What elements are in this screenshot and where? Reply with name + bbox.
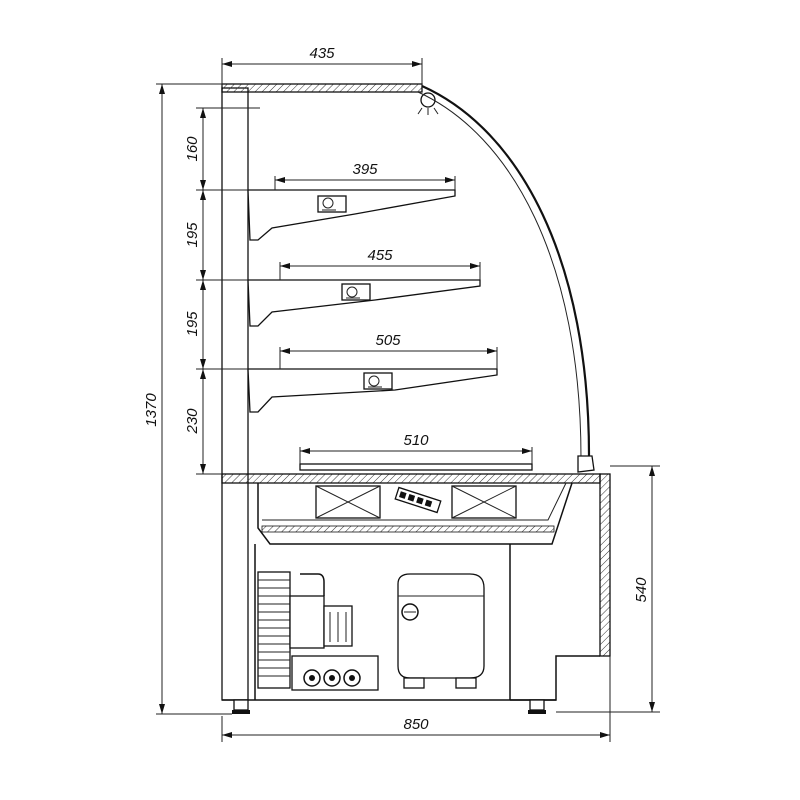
dimension-labels: 435 395 455 505 510 160 195 195 230 1370…: [143, 45, 650, 733]
shelves: [247, 189, 533, 471]
curved-glass-front: [421, 84, 591, 461]
evaporator-tray: [257, 482, 573, 545]
dim-shelf3-gap: 195: [184, 311, 201, 337]
dim-shelf1-gap: 160: [184, 136, 201, 162]
evaporator-coils: [315, 485, 517, 519]
canopy-light-icon: [417, 92, 439, 115]
dim-shelf2-gap: 195: [184, 222, 201, 248]
unit-base-plate: [291, 655, 379, 691]
front-panel: [599, 473, 611, 657]
shelf-2: [247, 279, 481, 327]
dimension-lines: [156, 58, 660, 742]
condenser-coil-icon: [257, 571, 291, 689]
dim-total-height: 1370: [143, 393, 160, 427]
dim-top-width: 435: [309, 45, 335, 62]
condensing-unit: [257, 571, 485, 691]
dim-shelf3-depth: 505: [375, 332, 401, 349]
dim-bottom-gap: 230: [184, 408, 201, 435]
glass-clip: [577, 455, 595, 473]
base-shelf: [299, 463, 533, 471]
shelf-1: [247, 189, 456, 241]
dim-base-depth: 510: [403, 432, 429, 449]
dim-shelf1-depth: 395: [352, 161, 378, 178]
top-canopy: [221, 83, 423, 93]
condenser-fan-icon: [289, 573, 353, 649]
dim-counter-height: 540: [633, 577, 650, 603]
rear-wall: [221, 87, 249, 701]
compressor-icon: [397, 573, 485, 689]
feet: [232, 699, 546, 714]
evaporator-fan-icon: [394, 486, 442, 514]
display-deck: [221, 473, 601, 484]
shelf-3: [247, 368, 498, 413]
dim-shelf2-depth: 455: [367, 247, 393, 264]
dim-total-depth: 850: [403, 716, 429, 733]
